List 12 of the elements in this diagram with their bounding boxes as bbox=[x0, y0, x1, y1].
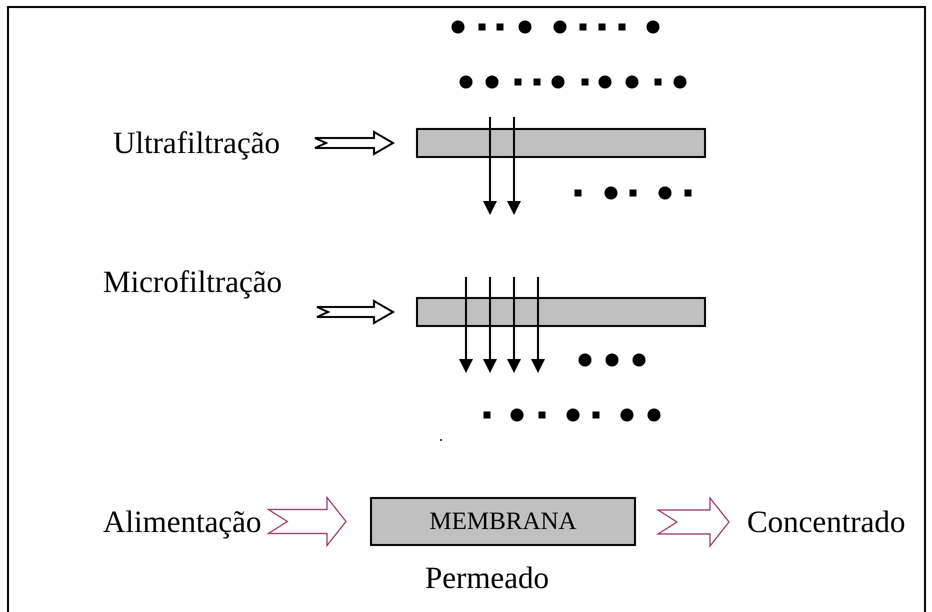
block-arrow bbox=[656, 496, 730, 548]
block-arrow bbox=[316, 299, 395, 325]
block-arrow bbox=[266, 496, 347, 548]
process-label: Alimentação bbox=[103, 504, 262, 540]
caption-label: Permeado bbox=[425, 560, 549, 596]
process-label: Ultrafiltração bbox=[113, 125, 280, 161]
block-arrow bbox=[314, 130, 395, 156]
process-label: Microfiltração bbox=[103, 264, 282, 300]
membrane-bar bbox=[416, 128, 706, 158]
membrane-bar bbox=[416, 297, 706, 327]
process-label: Concentrado bbox=[747, 504, 906, 540]
membrane-box: MEMBRANA bbox=[370, 497, 636, 546]
